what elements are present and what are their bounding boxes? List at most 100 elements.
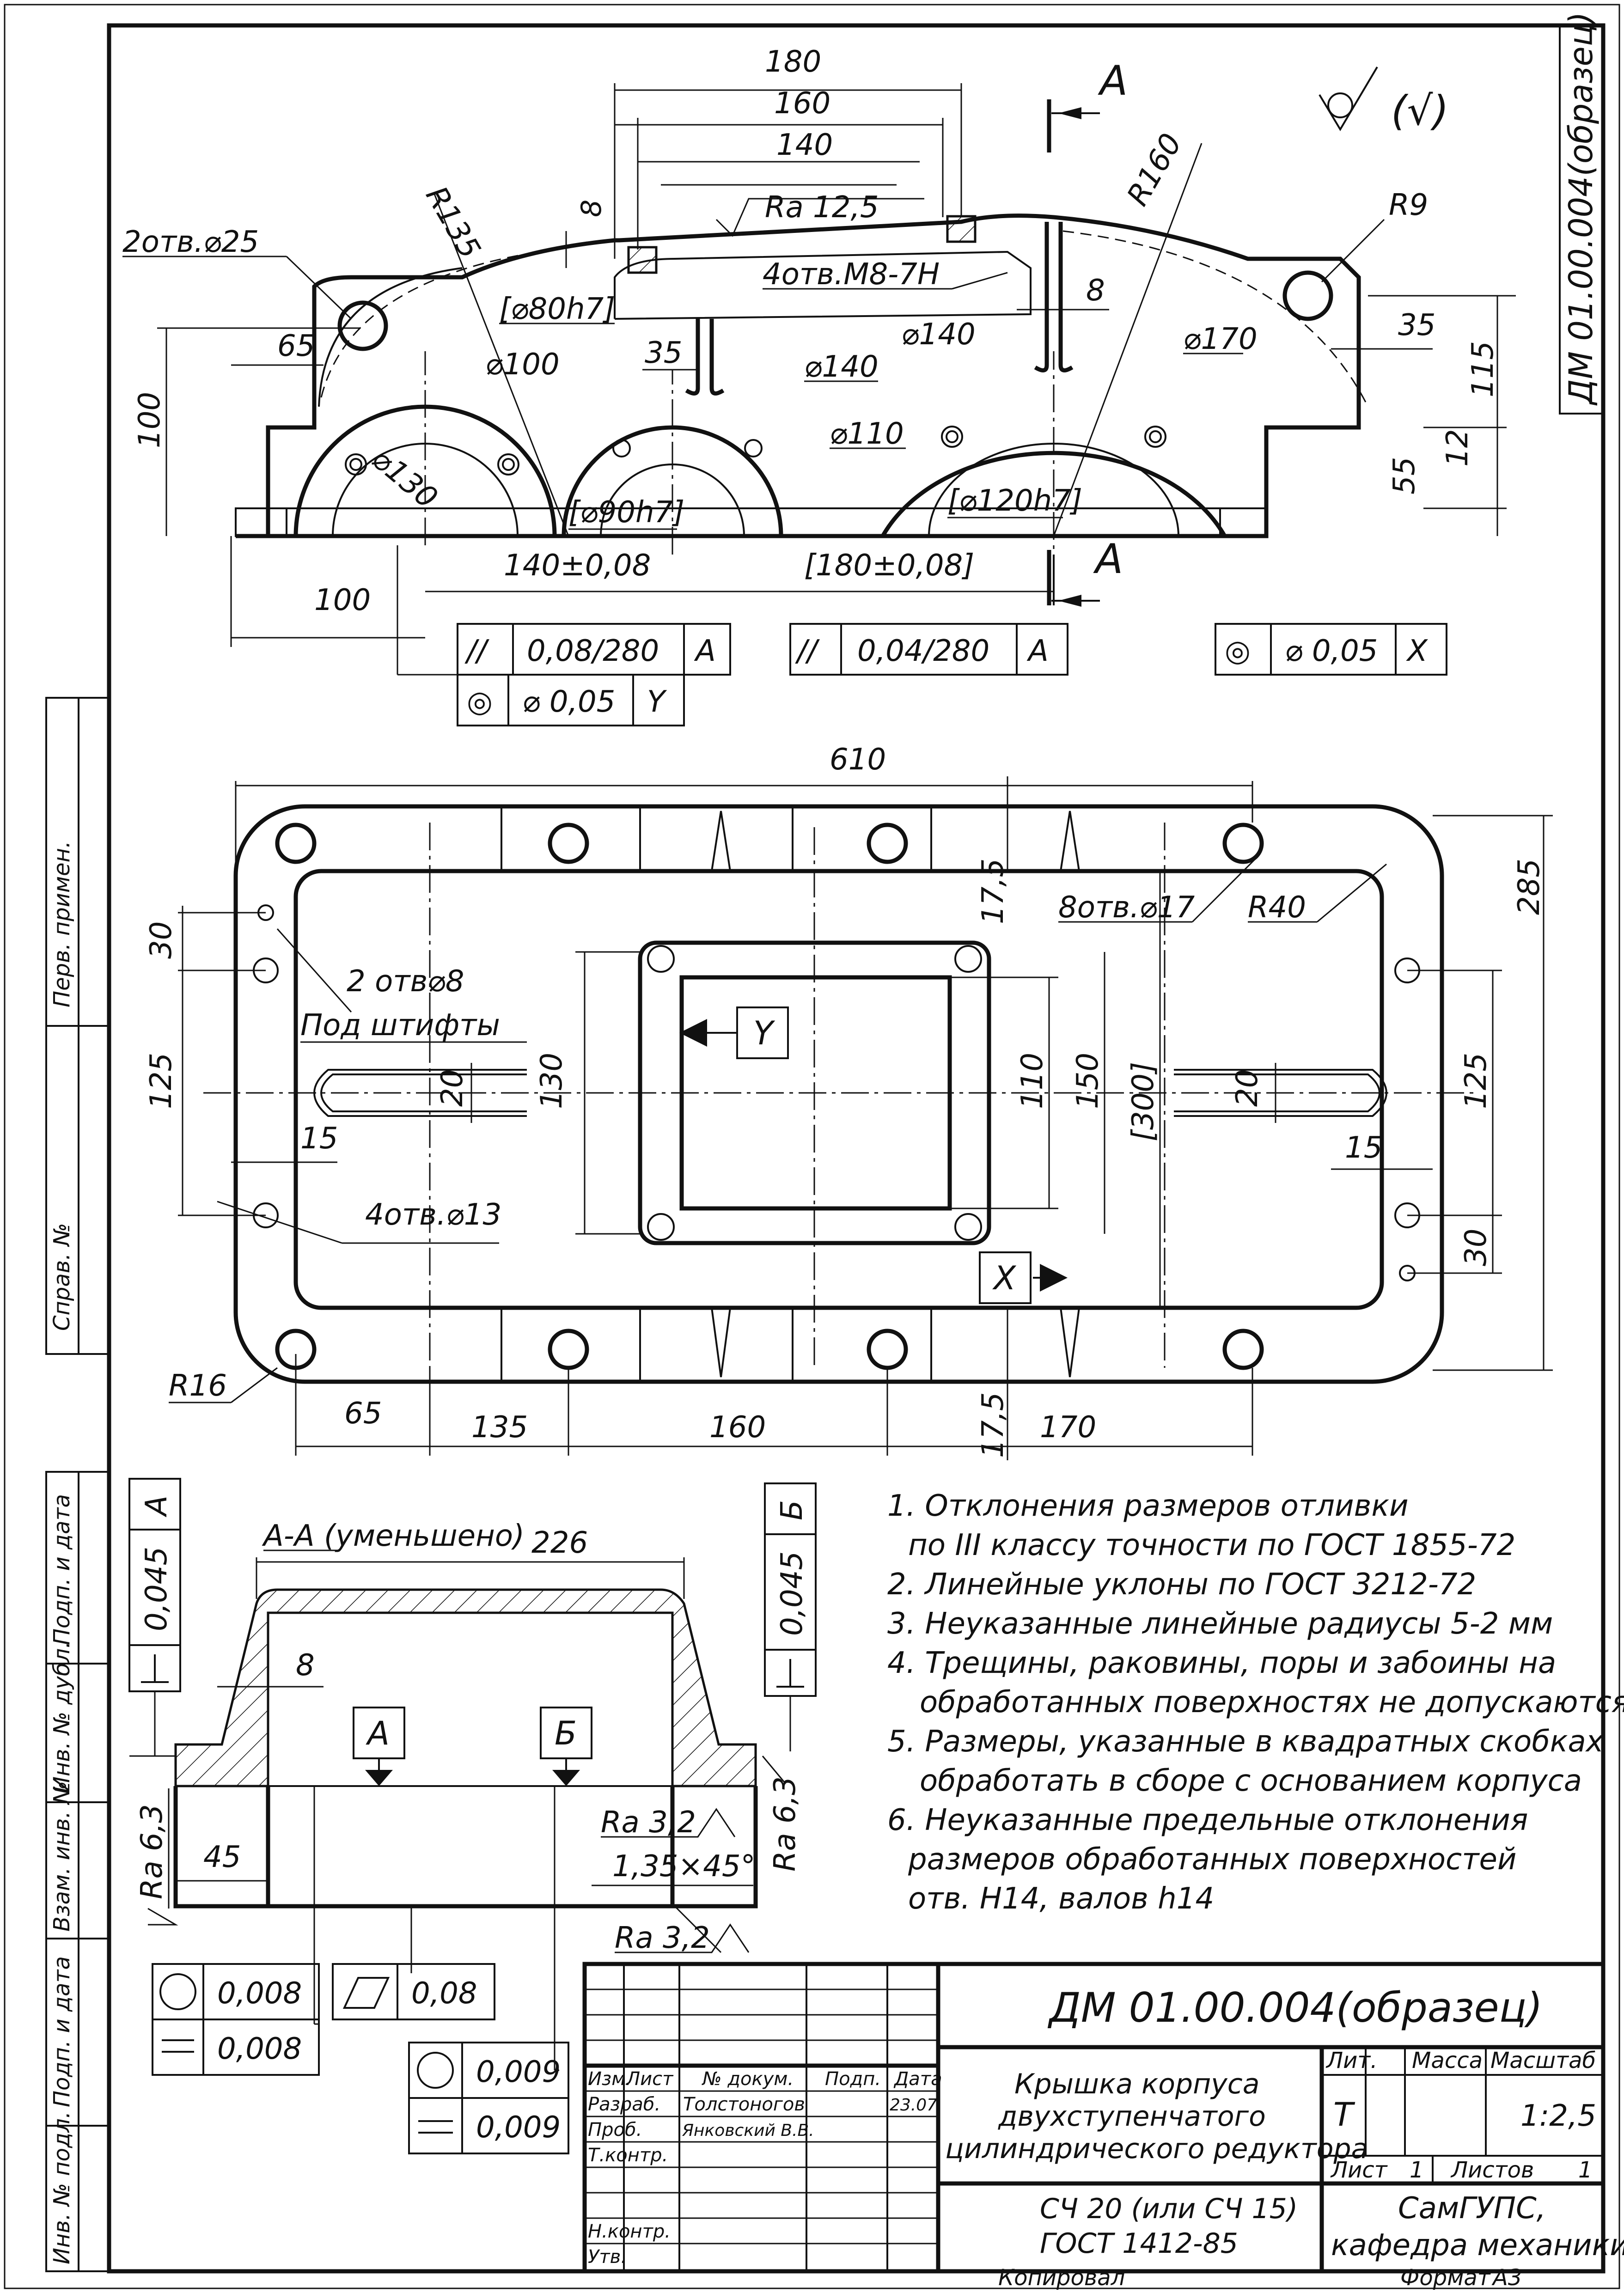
tol-mid-value: 0,08 [411, 1976, 477, 2011]
dim-226: 226 [531, 1526, 588, 1560]
technical-notes: 1. Отклонения размеров отливки по III кл… [887, 1489, 1624, 1916]
note-line-6: обработанных поверхностях не допускаются [920, 1685, 1624, 1720]
tb-role-checker: Проб. [588, 2119, 642, 2141]
dim-d100: ⌀100 [485, 348, 560, 382]
corner-designation: ДМ 01.00.004(образец) [1559, 12, 1604, 415]
dim-30-left: 30 [144, 921, 178, 959]
label-holes-m8: 4отв.М8-7Н [763, 257, 940, 292]
stamp-orig-inv: Инв. № подл. [49, 2111, 75, 2264]
dim-8-section: 8 [296, 1648, 315, 1683]
dim-125-right: 125 [1459, 1053, 1493, 1109]
dim-r40: R40 [1248, 890, 1306, 925]
stamp-sign-date-1: Подп. и дата [49, 1494, 75, 1645]
tb-lit-label: Лит. [1325, 2048, 1378, 2073]
datum-x-label: X [992, 1259, 1017, 1297]
dim-d140-b: ⌀140 [901, 317, 976, 352]
dim-d120h7: [⌀120h7] [947, 484, 1082, 518]
dim-17-5-top: 17,5 [976, 859, 1010, 925]
dim-160: 160 [774, 86, 830, 121]
tol3-value: ⌀ 0,05 [1285, 634, 1378, 668]
section-side-tolerances: А 0,045 Б 0,045 [128, 1478, 817, 1757]
tb-role-developer: Разраб. [588, 2094, 660, 2115]
dim-130: 130 [535, 1053, 569, 1109]
note-line-11: отв. Н14, валов h14 [908, 1882, 1214, 1916]
dim-20-right: 20 [1230, 1069, 1264, 1107]
dim-160-bottom: 160 [709, 1410, 766, 1445]
dim-170: 170 [1040, 1410, 1096, 1445]
tb-part-name-1: Крышка корпуса [1014, 2068, 1260, 2100]
tol3-symbol: ◎ [1225, 634, 1251, 668]
dim-150: 150 [1071, 1053, 1105, 1109]
note-line-8: обработать в сборе с основанием корпуса [920, 1764, 1582, 1798]
label-holes-d17: 8отв.⌀17 [1058, 890, 1195, 925]
tb-role-ncontrol: Н.контр. [588, 2221, 671, 2242]
dim-d170: ⌀170 [1183, 322, 1258, 356]
tol4-base: Y [647, 685, 667, 719]
dim-15-right: 15 [1345, 1131, 1382, 1165]
note-line-2: по III классу точности по ГОСТ 1855-72 [908, 1528, 1515, 1562]
tol1-base: А [694, 634, 716, 668]
tb-sheets-value: 1 [1578, 2157, 1593, 2183]
section-bottom-tolerances: 0,008 0,008 0,08 0,009 0,009 [152, 1963, 569, 2154]
dim-d110: ⌀110 [830, 417, 904, 451]
tb-material-1: СЧ 20 (или СЧ 15) [1040, 2193, 1298, 2225]
dim-d80h7: [⌀80h7] [499, 292, 615, 326]
front-tolerances: // 0,08/280 А ◎ ⌀ 0,05 Y // 0,04/280 А ◎… [397, 545, 1447, 726]
dim-d140-a: ⌀140 [804, 350, 879, 384]
dim-r135: R135 [419, 181, 487, 264]
tb-header-doc: № докум. [702, 2068, 794, 2090]
tb-scale-label: Масштаб [1490, 2048, 1596, 2073]
tb-header-date: Дата [893, 2068, 942, 2090]
dim-15-left: 15 [300, 1122, 338, 1156]
top-view: Y X 610 285 17,5 8отв.⌀17 R40 30 2 отв⌀8… [144, 743, 1553, 1460]
section-mark-a-top: А [1098, 57, 1128, 104]
tb-part-name-3: цилиндрического редуктора [945, 2133, 1368, 2165]
tb-sheet-label: Лист [1330, 2157, 1388, 2183]
dim-20-left: 20 [435, 1069, 470, 1107]
side-stamp: Перв. примен. Справ. № Подп. и дата Инв.… [45, 697, 110, 2272]
tb-header-izm: Изм. [588, 2068, 631, 2090]
roughness-ra63-left: Ra 6,3 [135, 1804, 169, 1899]
note-line-7: 5. Размеры, указанные в квадратных скобк… [887, 1725, 1604, 1759]
note-line-3: 2. Линейные уклоны по ГОСТ 3212-72 [887, 1567, 1476, 1602]
stamp-sign-date-2: Подп. и дата [49, 1956, 75, 2107]
tol-right-value-2: 0,009 [476, 2110, 561, 2145]
datum-b-label: Б [555, 1714, 577, 1752]
dim-65-bottom: 65 [344, 1397, 382, 1431]
note-line-1: 1. Отклонения размеров отливки [887, 1489, 1409, 1523]
datum-y-label: Y [753, 1014, 775, 1052]
dim-35-right: 35 [1398, 308, 1435, 342]
side-tol-b-base: Б [775, 1500, 809, 1520]
tb-sheets-label: Листов [1450, 2157, 1534, 2183]
dim-140: 140 [776, 128, 833, 162]
stamp-ref-no: Справ. № [49, 1223, 75, 1331]
tb-role-tcontrol: Т.контр. [588, 2145, 668, 2166]
roughness-ra125: Ra 12,5 [765, 190, 879, 225]
tb-organization-1: СамГУПС, [1398, 2191, 1546, 2226]
dim-135: 135 [471, 1410, 528, 1445]
tb-mass-label: Масса [1412, 2048, 1483, 2073]
format-value: А3 [1491, 2265, 1522, 2291]
tol1-symbol: // [464, 634, 490, 668]
tol1-value: 0,08/280 [527, 634, 659, 668]
tb-date-developer: 23.07 [890, 2096, 937, 2115]
section-view: А-А (уменьшено) А Б 226 8 45 Ra 6,3 Ra 6… [135, 1519, 802, 2071]
tol-right-value-1: 0,009 [476, 2055, 561, 2089]
dim-r9: R9 [1389, 188, 1428, 222]
dim-125-left: 125 [144, 1053, 178, 1109]
copied-label: Копировал [998, 2265, 1125, 2291]
side-tol-b-value: 0,045 [775, 1551, 809, 1636]
tol2-symbol: // [795, 634, 820, 668]
tb-organization-2: кафедра механики [1331, 2228, 1624, 2263]
label-pin-holes: 2 отв⌀8 [347, 964, 464, 999]
roughness-ra32-bottom: Ra 3,2 [615, 1921, 710, 1955]
dim-30-right: 30 [1459, 1229, 1493, 1266]
tb-name-developer: Толстоногов [683, 2094, 805, 2115]
tol-left-value-2: 0,008 [217, 2032, 302, 2066]
title-block: Изм. Лист № докум. Подп. Дата Разраб. То… [582, 1962, 1624, 2274]
side-tol-a-value: 0,045 [140, 1547, 174, 1631]
stamp-replace-inv: Взам. инв. № [49, 1781, 75, 1932]
dim-65: 65 [277, 329, 315, 363]
corner-designation-text: ДМ 01.00.004(образец) [1562, 12, 1600, 406]
